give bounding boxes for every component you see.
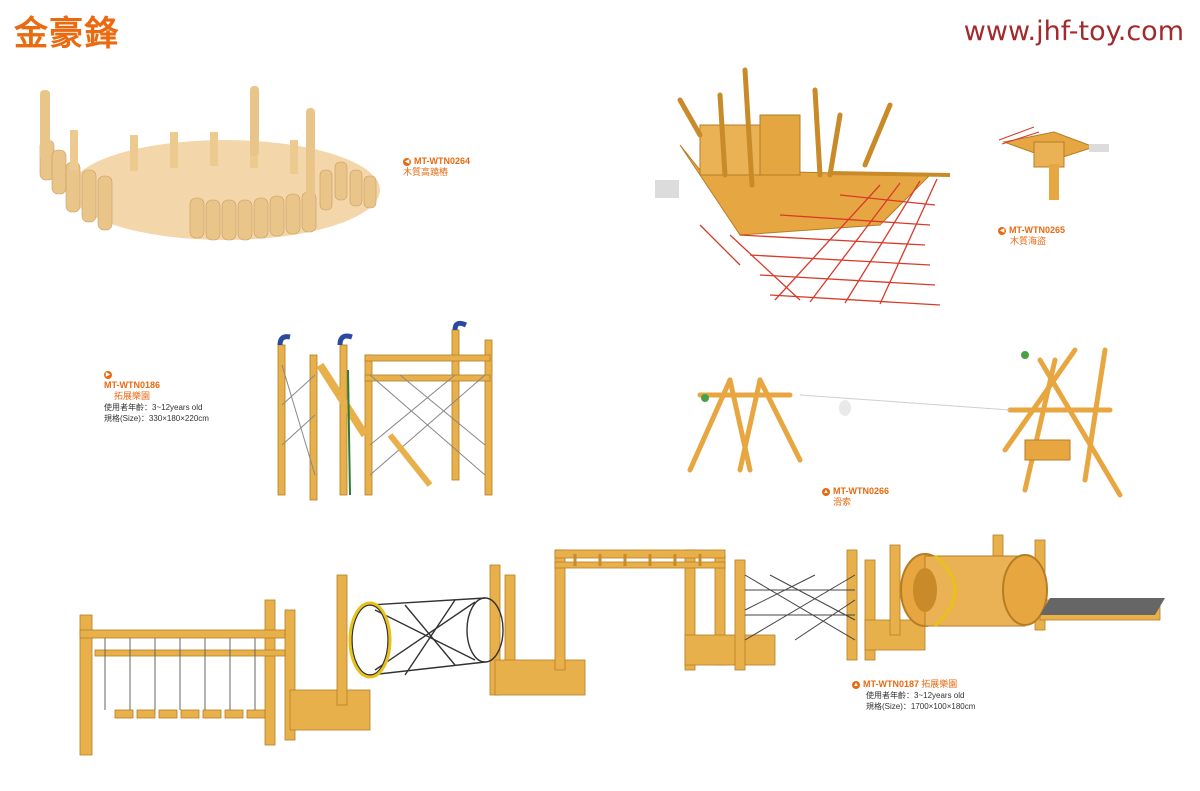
product-size: 規格(Size)：330×180×220cm	[104, 414, 209, 423]
product-code: MT-WTN0264	[414, 156, 471, 166]
product-name: 拓展樂園	[114, 391, 151, 401]
product-image-obstacle-course	[79, 534, 1165, 756]
arrow-up-icon: ▲	[852, 680, 860, 689]
product-label-0264: ◀MT-WTN0264 木質高蹺樁	[403, 156, 470, 178]
arrow-up-icon: ▲	[822, 487, 830, 496]
product-label-0186: ▶ MT-WTN0186 拓展樂園 使用者年齡：3~12years old 規格…	[104, 369, 209, 424]
product-name: 木質海盜	[1010, 236, 1047, 246]
product-label-0187: ▲MT-WTN0187 拓展樂園 使用者年齡：3~12years old 規格(…	[852, 679, 975, 712]
product-age: 使用者年齡：3~12years old	[866, 691, 965, 700]
product-age: 使用者年齡：3~12years old	[104, 403, 203, 412]
product-code: MT-WTN0265	[1009, 225, 1066, 235]
product-code: MT-WTN0266	[833, 486, 890, 496]
product-label-0265: ◀MT-WTN0265 木質海盜	[998, 225, 1065, 247]
product-code: MT-WTN0187	[863, 679, 920, 689]
product-name: 木質高蹺樁	[403, 167, 449, 177]
product-image-climbing-frame	[277, 320, 493, 501]
product-label-0266: ▲MT-WTN0266 滑索	[822, 486, 889, 508]
brand-logo-text: 金豪鋒	[14, 14, 119, 54]
product-image-stump-ring	[39, 86, 380, 241]
product-name: 滑索	[833, 497, 852, 507]
product-image-pirate-ship-top	[998, 126, 1109, 200]
product-image-zipline	[687, 347, 1123, 498]
product-name: 拓展樂園	[921, 679, 958, 689]
arrow-left-icon: ◀	[403, 157, 411, 166]
product-code: MT-WTN0186	[104, 380, 161, 390]
product-image-pirate-ship	[655, 67, 951, 306]
arrow-left-icon: ◀	[998, 226, 1006, 235]
product-size: 規格(Size)：1700×100×180cm	[866, 702, 976, 711]
website-url[interactable]: www.jhf-toy.com	[963, 16, 1184, 47]
arrow-right-icon: ▶	[104, 370, 112, 379]
